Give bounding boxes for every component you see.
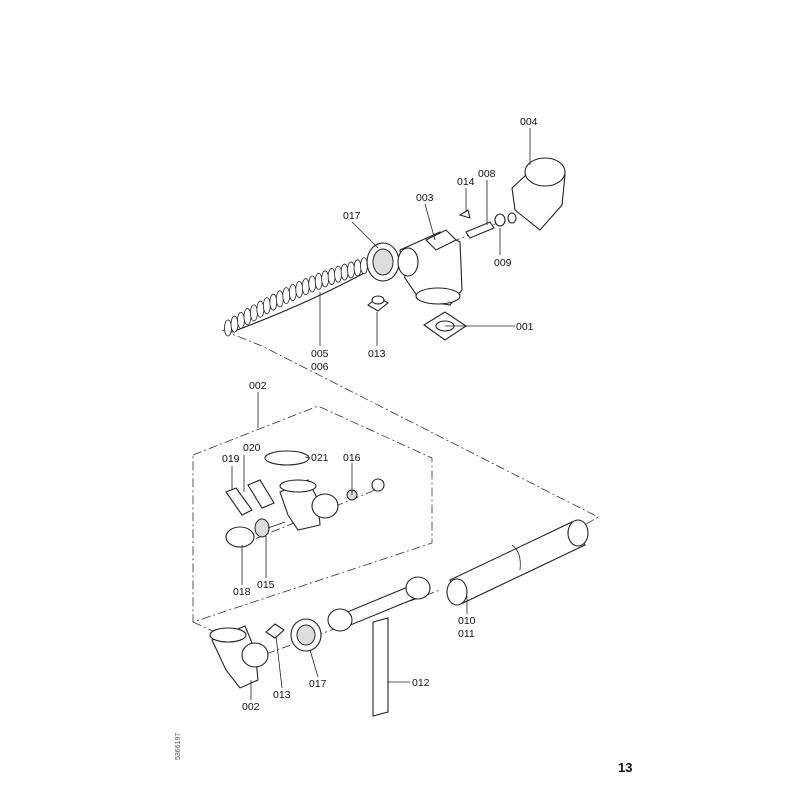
seal-016b [371,478,385,492]
spring-coil [237,311,245,329]
label-021: 021 [311,452,329,464]
assembly-outline-002 [192,405,433,623]
label-001: 001 [516,321,534,333]
label-015: 015 [257,579,275,591]
label-017-upper: 017 [343,210,361,222]
label-003: 003 [416,192,434,204]
assembly-outline-upper [221,329,599,541]
label-013-lower: 013 [273,689,291,701]
spring-coil [334,265,342,283]
plate-018 [225,526,255,548]
label-012: 012 [412,677,430,689]
spring-coil [275,290,284,308]
label-008: 008 [478,168,496,180]
tube-010 [446,519,589,606]
label-018: 018 [233,586,251,598]
label-004: 004 [520,116,538,128]
bolt-008 [465,221,495,239]
spring-coil [243,308,252,325]
clip-014 [458,209,471,219]
label-010: 010 [458,615,476,627]
label-006: 006 [311,361,329,373]
leader-lines [231,128,531,700]
nut-009 [507,212,517,224]
label-002-lower: 002 [242,701,260,713]
seal-015 [254,518,270,538]
valve-body-002 [279,479,339,531]
label-016: 016 [343,452,361,464]
spring-coil [256,300,265,318]
label-013-upper: 013 [368,348,386,360]
spring-coil [282,287,291,305]
clamp-017-upper [366,242,400,282]
spring-coil [327,268,336,285]
spring-coil [340,263,349,281]
gasket-021 [264,450,310,466]
spring-coil [314,272,323,290]
spring-coil [269,293,278,311]
label-011: 011 [458,628,475,640]
spring-coil [353,259,362,277]
axis-line-bottom [192,621,216,633]
plate-020 [247,479,275,509]
spring-coil [360,257,368,275]
spring-coil [295,281,304,298]
motor-004 [511,157,566,231]
shaft-015 [267,521,286,529]
pin-013-upper [367,295,389,312]
spring-coil [308,275,317,293]
spring-part [224,257,368,337]
spring-coil [230,315,239,333]
spring-coil [301,278,310,296]
label-020: 020 [243,442,261,454]
clamp-017-lower [290,618,322,652]
bracket-012 [327,576,431,717]
document-number: 5366197 [175,733,182,760]
page-number: 13 [618,760,632,775]
spring-coil [250,304,258,322]
washer-009 [494,213,506,227]
plate-019 [225,487,253,516]
housing-002-lower [209,625,269,689]
label-019: 019 [222,453,240,465]
label-009: 009 [494,257,512,269]
spring-coil [224,319,232,337]
label-005: 005 [311,348,329,360]
pin-013-lower [265,623,285,639]
housing-003 [397,229,463,306]
label-014: 014 [457,176,475,188]
spring-coil [288,284,297,301]
label-002-assembly: 002 [249,380,267,392]
label-017-lower: 017 [309,678,327,690]
spring-coil [262,297,271,315]
spring-coil [347,261,355,279]
spring-coil [321,270,330,288]
